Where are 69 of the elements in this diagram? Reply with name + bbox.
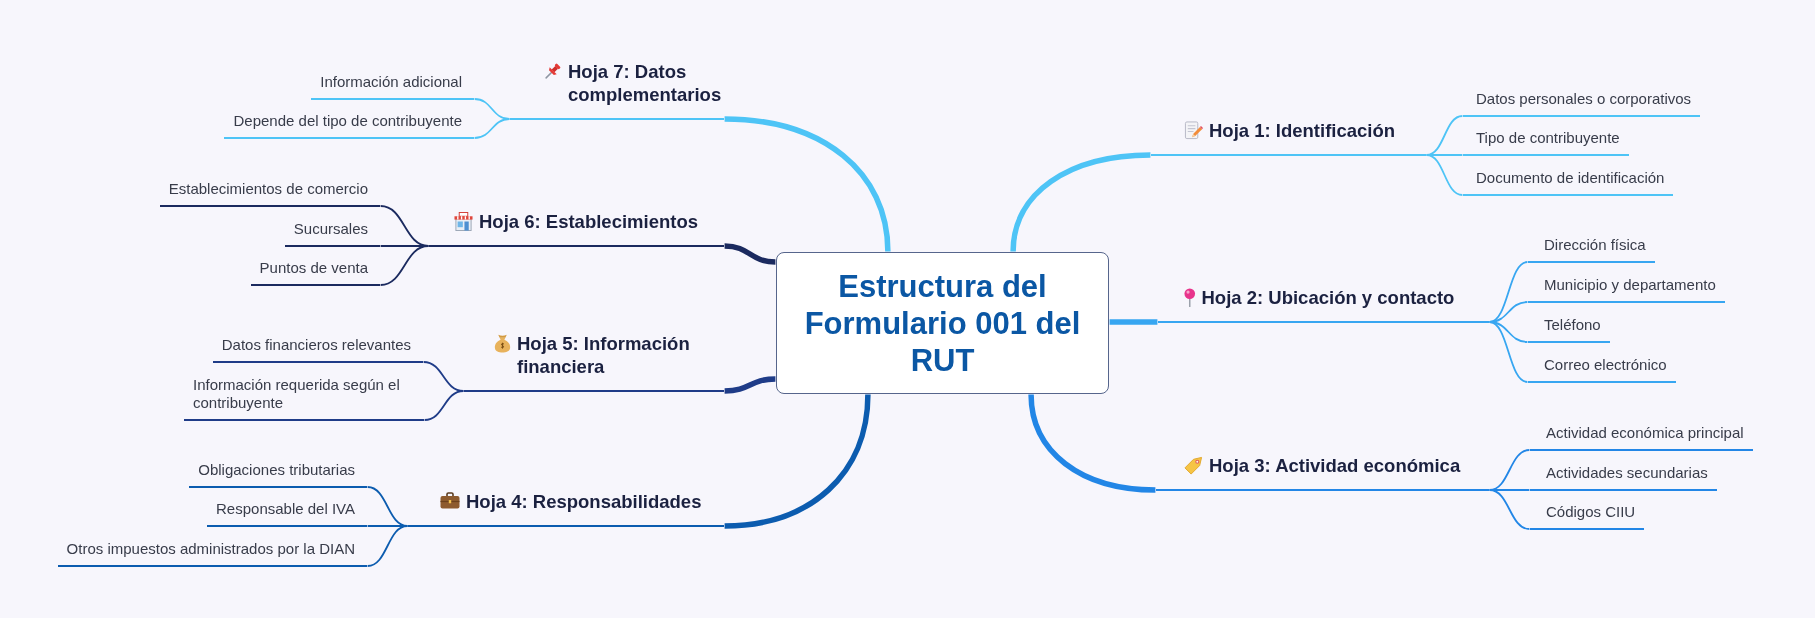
subtopic: [1463, 129, 1629, 156]
connector-line: [1028, 394, 1156, 493]
subtopic-label: Puntos de venta: [259, 259, 368, 277]
subtopic-label: Información requerida según el contribuyente: [193, 376, 401, 412]
topic-label: Hoja 3: Actividad económica: [1209, 454, 1461, 477]
connector-line: [724, 394, 871, 529]
subtopic: [189, 461, 367, 488]
subtopic-label: Obligaciones tributarias: [198, 461, 355, 479]
subtopic: [1528, 236, 1655, 263]
connector-line: [1488, 489, 1531, 530]
subtopic-label: Depende del tipo de contribuyente: [233, 112, 462, 130]
subtopic-label: Municipio y departamento: [1544, 276, 1716, 294]
subtopic: [1528, 356, 1676, 383]
subtopic-label: Datos personales o corporativos: [1476, 90, 1692, 108]
main-topic: [1151, 119, 1426, 156]
subtopic: [284, 220, 380, 247]
subtopic: [250, 259, 380, 286]
connector-line: [473, 118, 511, 139]
subtopic-label: Sucursales: [293, 220, 368, 238]
connector-line: [724, 243, 776, 265]
connector-line: [423, 390, 465, 421]
subtopic: [1530, 464, 1717, 491]
subtopic: [207, 500, 367, 527]
subtopic-label: Actividades secundarias: [1546, 464, 1708, 482]
subtopic: [1528, 276, 1725, 303]
connector-line: [1010, 152, 1151, 252]
subtopic: [311, 73, 474, 100]
topic-label: Hoja 2: Ubicación y contacto: [1201, 286, 1455, 309]
subtopic: [1528, 316, 1610, 343]
subtopic-label: Datos financieros relevantes: [221, 336, 411, 354]
connector-line: [1109, 319, 1158, 325]
topic-label: Hoja 5: Información financiera: [517, 332, 691, 378]
connector-line: [366, 525, 409, 567]
connector-line: [724, 116, 891, 252]
subtopic-label: Códigos CIIU: [1546, 503, 1636, 521]
subtopic-label: Actividad económica principal: [1546, 424, 1744, 442]
main-topic: [1156, 454, 1489, 491]
connector-line: [1488, 321, 1529, 383]
subtopic-label: Responsable del IVA: [216, 500, 355, 518]
subtopic: [212, 336, 423, 363]
subtopic: [57, 540, 367, 567]
connector-line: [1425, 154, 1464, 196]
subtopic-label: Teléfono: [1544, 316, 1601, 334]
main-topic: [1158, 286, 1489, 323]
subtopic-label: Tipo de contribuyente: [1476, 129, 1620, 147]
topic-label: Hoja 1: Identificación: [1209, 119, 1396, 142]
subtopic: [1463, 169, 1674, 196]
subtopic-label: Correo electrónico: [1544, 356, 1667, 374]
subtopic: [1530, 503, 1645, 530]
subtopic: [184, 376, 424, 421]
connector-line: [379, 245, 430, 286]
central-topic-title: Estructura del Formulario 001 del RUT: [803, 267, 1082, 379]
subtopic: [159, 180, 380, 207]
subtopic-label: Otros impuestos administrados por la DIAN: [66, 540, 355, 558]
subtopic: [1463, 90, 1701, 117]
topic-label: Hoja 6: Establecimientos: [479, 210, 698, 233]
main-topic: [429, 210, 724, 247]
subtopic-label: Establecimientos de comercio: [168, 180, 368, 198]
subtopic-label: Información adicional: [320, 73, 462, 91]
subtopic-label: Documento de identificación: [1476, 169, 1665, 187]
subtopic: [224, 112, 474, 139]
central-topic-box: [776, 252, 1109, 394]
topic-label: Hoja 7: Datos complementarios: [568, 60, 722, 106]
connector-line: [724, 376, 776, 394]
subtopic-label: Dirección física: [1544, 236, 1646, 254]
subtopic: [1530, 424, 1753, 451]
main-topic: [408, 490, 724, 527]
topic-label: Hoja 4: Responsabilidades: [466, 490, 702, 513]
main-topic: [464, 332, 724, 392]
